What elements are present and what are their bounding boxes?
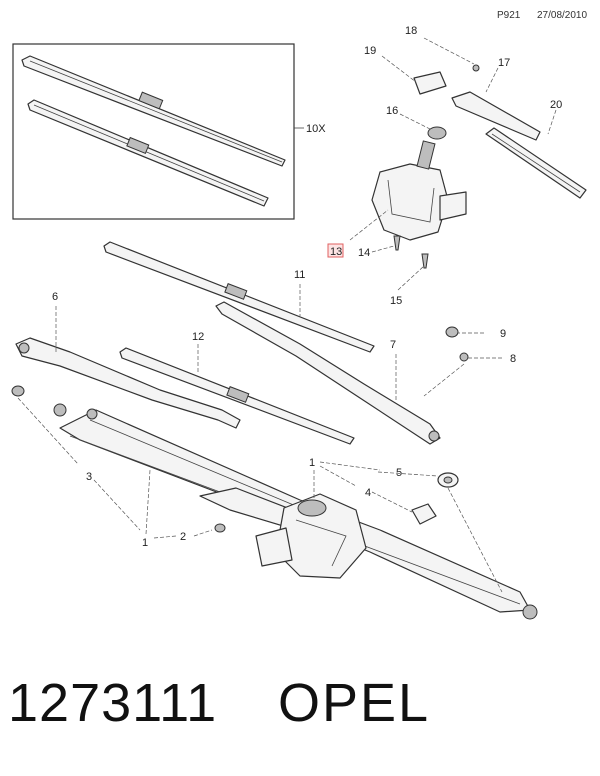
rear-wiper-spindle-cap[interactable] bbox=[427, 126, 447, 140]
wiper-motor[interactable] bbox=[255, 493, 367, 579]
rear-wiper-nut[interactable] bbox=[472, 64, 480, 72]
bolt-2[interactable] bbox=[214, 523, 226, 533]
callout-13-highlight bbox=[327, 243, 344, 258]
blade-set-inset: 10X bbox=[12, 43, 326, 220]
callout-12: 12 bbox=[192, 331, 204, 343]
callout-17: 17 bbox=[498, 57, 510, 69]
callout-13: 13 bbox=[330, 246, 342, 258]
leader-lines bbox=[17, 37, 557, 593]
wiper-arm-6[interactable] bbox=[15, 337, 241, 429]
callout-2: 2 bbox=[180, 531, 186, 543]
callout-19: 19 bbox=[364, 45, 376, 57]
callout-16: 16 bbox=[386, 105, 398, 117]
wiper-blade-11[interactable] bbox=[103, 241, 375, 353]
rear-wiper-arm[interactable] bbox=[451, 91, 541, 141]
callout-6: 6 bbox=[52, 291, 58, 303]
callout-7: 7 bbox=[390, 339, 396, 351]
callout-5: 5 bbox=[396, 467, 402, 479]
callouts: 18 19 17 16 20 13 14 15 11 12 7 6 9 8 3 … bbox=[52, 25, 562, 549]
brand-name: OPEL bbox=[278, 673, 431, 733]
callout-15: 15 bbox=[390, 295, 402, 307]
callout-8: 8 bbox=[510, 353, 516, 365]
nut-8[interactable] bbox=[459, 352, 469, 362]
wiper-blade-lower[interactable] bbox=[27, 99, 269, 207]
rear-wiper-bolt-14[interactable] bbox=[393, 235, 401, 251]
cap-9[interactable] bbox=[445, 326, 459, 338]
grommet-4[interactable] bbox=[411, 503, 437, 525]
callout-4: 4 bbox=[365, 487, 371, 499]
wiper-arm-7[interactable] bbox=[215, 301, 441, 445]
callout-14: 14 bbox=[358, 247, 370, 259]
part-number: 1273111 bbox=[8, 673, 218, 733]
rear-wiper-assembly bbox=[371, 64, 587, 269]
rear-wiper-blade[interactable] bbox=[485, 127, 587, 199]
rear-wiper-bolt-15[interactable] bbox=[421, 253, 429, 269]
wiper-blade-upper[interactable] bbox=[21, 55, 286, 167]
rear-wiper-motor[interactable] bbox=[371, 140, 467, 241]
callout-20: 20 bbox=[550, 99, 562, 111]
callout-3: 3 bbox=[86, 471, 92, 483]
callout-1-center: 1 bbox=[309, 457, 315, 469]
cap-3[interactable] bbox=[11, 385, 25, 397]
callout-1-left: 1 bbox=[142, 537, 148, 549]
callout-18: 18 bbox=[405, 25, 417, 37]
wiper-blade-12[interactable] bbox=[119, 347, 355, 445]
grommet-5[interactable] bbox=[437, 472, 459, 488]
rear-wiper-cover[interactable] bbox=[413, 71, 447, 95]
page-code: P921 bbox=[497, 10, 521, 21]
parts-diagram: 10X bbox=[11, 25, 587, 620]
diagram-date: 27/08/2010 bbox=[537, 10, 588, 21]
callout-11: 11 bbox=[294, 269, 305, 281]
callout-10x: 10X bbox=[306, 123, 326, 135]
callout-9: 9 bbox=[500, 328, 506, 340]
